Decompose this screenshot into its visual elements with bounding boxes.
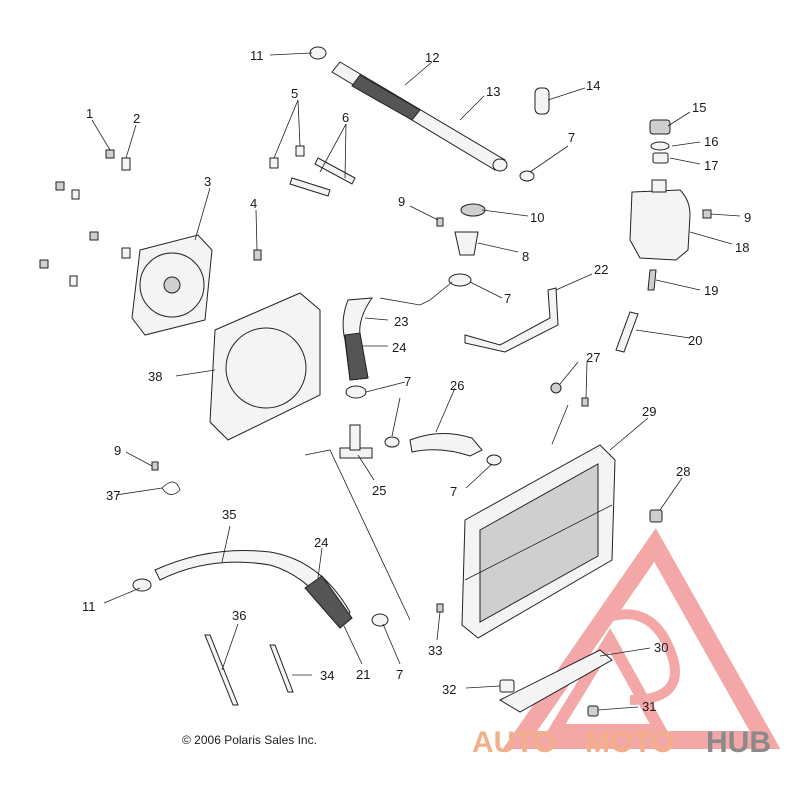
callout-labels: 11 12 13 14 15 16 17 1 2 5 6 7 3 4 9 10 … [82, 48, 751, 714]
callout-label: 1 [86, 106, 93, 121]
nut-part [550, 382, 589, 407]
callout-label: 36 [232, 608, 246, 623]
upper-hose-part [331, 61, 508, 172]
callout-label: 7 [568, 130, 575, 145]
callout-label: 35 [222, 507, 236, 522]
callout-label: 14 [586, 78, 600, 93]
fasteners-part [39, 149, 712, 471]
callout-label: 33 [428, 643, 442, 658]
shroud-part [209, 292, 321, 441]
callout-label: 7 [450, 484, 457, 499]
watermark-word-hub: HUB [706, 726, 771, 759]
callout-label: 5 [291, 86, 298, 101]
callout-label: 32 [442, 682, 456, 697]
vent-tube-part [615, 311, 639, 353]
callout-label: 24 [314, 535, 328, 550]
callout-label: 9 [744, 210, 751, 225]
watermark-logo [502, 528, 781, 749]
coolant-reservoir-part [629, 179, 691, 261]
callout-label: 15 [692, 100, 706, 115]
callout-label: 30 [654, 640, 668, 655]
long-hose-part [154, 550, 353, 629]
tee-fitting-part [339, 424, 373, 459]
callout-label: 16 [704, 134, 718, 149]
grommets-part [269, 145, 356, 197]
lower-bracket-part [498, 649, 613, 713]
callout-label: 4 [250, 196, 257, 211]
callout-label: 9 [398, 194, 405, 209]
callout-label: 9 [114, 443, 121, 458]
callout-label: 21 [356, 667, 370, 682]
callout-label: 7 [396, 667, 403, 682]
fitting-part [647, 269, 657, 291]
screw-part [436, 603, 444, 613]
callout-label: 19 [704, 283, 718, 298]
hose-part [342, 297, 374, 399]
callout-label: 8 [522, 249, 529, 264]
lower-hose-part [409, 432, 483, 457]
callout-label: 37 [106, 488, 120, 503]
callout-label: 7 [504, 291, 511, 306]
callout-label: 26 [450, 378, 464, 393]
callout-label: 18 [735, 240, 749, 255]
callout-label: 29 [642, 404, 656, 419]
watermark-word-auto: AUTO [472, 726, 556, 759]
callout-label: 7 [404, 374, 411, 389]
bracket-part [464, 287, 559, 353]
callout-label: 20 [688, 333, 702, 348]
callout-label: 17 [704, 158, 718, 173]
spring-clip-part [161, 481, 181, 495]
fan-part [131, 234, 213, 336]
callout-label: 3 [204, 174, 211, 189]
radiator-part [461, 444, 616, 639]
callout-label: 2 [133, 111, 140, 126]
callout-label: 10 [530, 210, 544, 225]
callout-label: 38 [148, 369, 162, 384]
callout-label: 27 [586, 350, 600, 365]
copyright-text: © 2006 Polaris Sales Inc. [182, 733, 317, 747]
callout-label: 23 [394, 314, 408, 329]
bolt-part [649, 509, 663, 523]
cable-ties-part [204, 634, 294, 706]
clamps-part [132, 170, 535, 627]
callout-label: 24 [392, 340, 406, 355]
clamp-part [309, 46, 327, 60]
radiator-cap-part [448, 203, 486, 287]
reservoir-cap-part [649, 119, 671, 164]
callout-label: 31 [642, 699, 656, 714]
callout-label: 6 [342, 110, 349, 125]
callout-label: 11 [82, 599, 96, 614]
leader-lines [91, 52, 741, 711]
small-hose-part [534, 87, 550, 115]
callout-label: 25 [372, 483, 386, 498]
callout-label: 34 [320, 668, 334, 683]
callout-label: 12 [425, 50, 439, 65]
callout-label: 11 [250, 48, 264, 63]
watermark-word-moto: MOTO [585, 726, 674, 759]
callout-label: 13 [486, 84, 500, 99]
callout-label: 22 [594, 262, 608, 277]
callout-label: 28 [676, 464, 690, 479]
